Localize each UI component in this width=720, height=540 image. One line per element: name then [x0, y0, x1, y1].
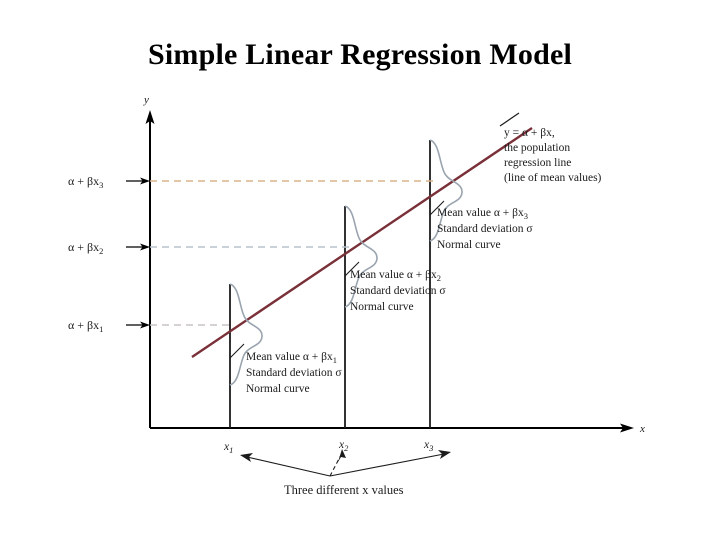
y-tick-x1-sub: 1 [99, 324, 103, 334]
y-tick-label-x3: α + βx3 [68, 174, 150, 190]
curve-x1-mean-prefix: Mean value α + βx [246, 351, 333, 363]
x-axis-label: x [639, 423, 645, 435]
curve-annotation-x2: Mean value α + βx2 Standard deviation σ … [344, 261, 446, 313]
x-axis-arrowhead [620, 423, 634, 433]
x-tick-1-label: x [223, 441, 230, 453]
curve-x1-sd: Standard deviation σ [246, 367, 342, 379]
page-title: Simple Linear Regression Model [147, 38, 573, 71]
x-tick-2-sub: 2 [344, 443, 349, 453]
curve-x1-mean-sub: 1 [333, 355, 337, 365]
curve-x3-sd: Standard deviation σ [437, 223, 533, 235]
x-vertical-lines [229, 140, 431, 428]
caption-arrowheads [240, 449, 451, 462]
x-tick-1-sub: 1 [229, 445, 233, 455]
svg-text:x1: x1 [223, 441, 233, 455]
curve-x3-mean-sub: 3 [524, 211, 528, 221]
y-tick-label-x1: α + βx1 [68, 318, 150, 334]
x-tick-labels: x1 x2 x3 [223, 439, 433, 455]
y-tick-x3-sub: 3 [99, 180, 103, 190]
regression-figure: y x α + βx3 α + βx2 [0, 88, 720, 518]
svg-text:x3: x3 [423, 439, 433, 453]
caption-arrow-to-x3 [329, 453, 445, 477]
svg-text:α + βx3: α + βx3 [68, 174, 103, 190]
y-axis-label: y [143, 94, 149, 106]
regression-annotation-line-3: regression line [504, 157, 571, 169]
curve-annotation-x2-leader [344, 261, 360, 277]
y-tick-x3-prefix: α + βx [68, 174, 99, 188]
y-tick-arrowhead-x1 [140, 321, 150, 329]
y-tick-arrowhead-x3 [140, 177, 150, 185]
caption-arrowhead-x1 [240, 453, 253, 462]
curve-x2-sd: Standard deviation σ [350, 285, 446, 297]
regression-line-annotation: y = α + βx, the population regression li… [499, 112, 602, 184]
curve-annotation-x1: Mean value α + βx1 Standard deviation σ … [229, 343, 342, 395]
caption-arrow-to-x2 [329, 454, 342, 477]
curve-x3-normal: Normal curve [437, 239, 501, 251]
x-tick-3-sub: 3 [428, 443, 433, 453]
curve-x2-mean-prefix: Mean value α + βx [350, 269, 437, 281]
curve-annotation-x3-leader [429, 200, 445, 216]
caption-arrowhead-x2 [338, 449, 346, 462]
regression-annotation-leader [499, 112, 520, 127]
curve-annotation-x1-leader [229, 343, 245, 359]
curve-annotation-x3: Mean value α + βx3 Standard deviation σ … [429, 200, 533, 251]
svg-text:Mean value α + βx1: Mean value α + βx1 [246, 351, 337, 365]
normal-curve-x1 [229, 283, 263, 386]
y-tick-x2-prefix: α + βx [68, 240, 99, 254]
x-tick-3-label: x [423, 439, 430, 451]
curve-x2-mean-sub: 2 [437, 273, 441, 283]
caption-arrow-to-x1 [246, 456, 331, 477]
svg-text:Mean value α + βx3: Mean value α + βx3 [437, 207, 528, 221]
curve-x3-mean-prefix: Mean value α + βx [437, 207, 524, 219]
regression-annotation-line-4: (line of mean values) [504, 172, 602, 184]
normal-curve-x3 [429, 139, 463, 242]
y-tick-labels: α + βx3 α + βx2 α + βx1 [68, 174, 150, 334]
mean-level-dashed-lines [150, 180, 434, 326]
caption-arrows [246, 453, 445, 477]
svg-text:x2: x2 [338, 439, 349, 453]
curve-x1-normal: Normal curve [246, 383, 310, 395]
svg-text:α + βx2: α + βx2 [68, 240, 103, 256]
figure-caption: Three different x values [284, 483, 404, 497]
regression-annotation-line-1: y = α + βx, [504, 127, 555, 139]
normal-curve-x2 [344, 205, 378, 308]
curve-x2-normal: Normal curve [350, 301, 414, 313]
svg-text:α + βx1: α + βx1 [68, 318, 103, 334]
y-tick-x2-sub: 2 [99, 246, 103, 256]
regression-annotation-line-2: the population [504, 142, 570, 154]
y-tick-x1-prefix: α + βx [68, 318, 99, 332]
y-axis-arrowhead [145, 110, 155, 124]
normal-curves [229, 139, 463, 386]
caption-arrowhead-x3 [438, 450, 451, 459]
y-tick-arrowhead-x2 [140, 243, 150, 251]
svg-text:Mean value α + βx2: Mean value α + βx2 [350, 269, 441, 283]
x-tick-2-label: x [338, 439, 345, 451]
y-tick-label-x2: α + βx2 [68, 240, 150, 256]
